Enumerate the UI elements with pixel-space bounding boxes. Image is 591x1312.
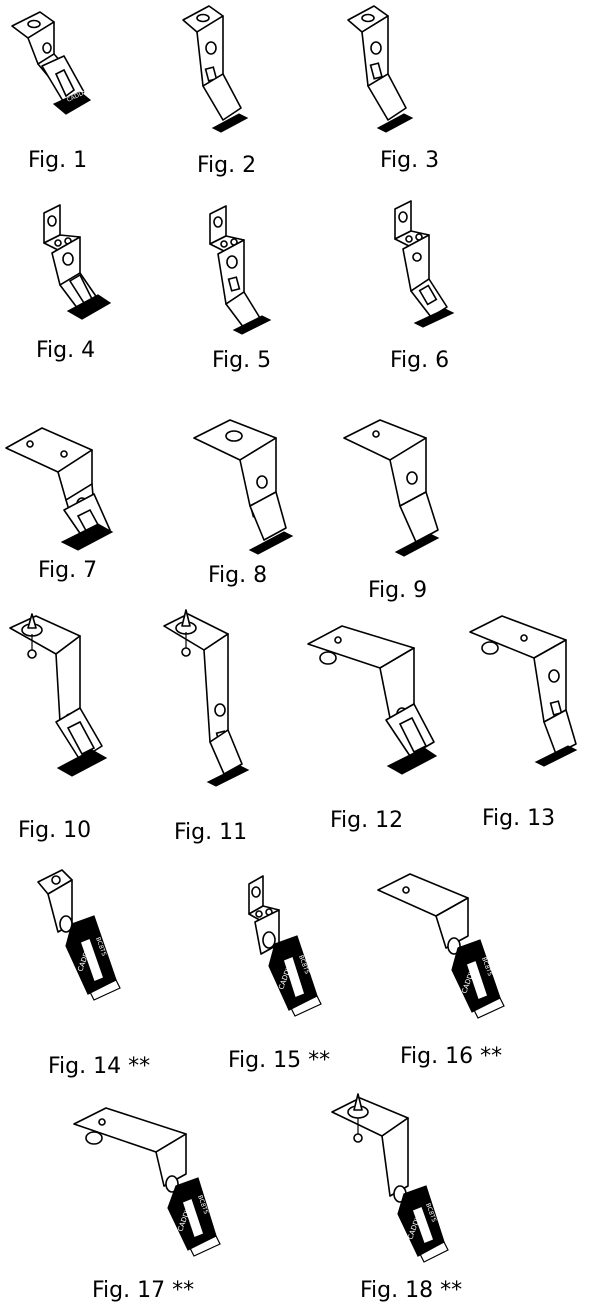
offset-bracket-hanger-with-clip-icon	[5, 427, 114, 551]
figure-11: Fig. 11	[150, 609, 310, 850]
figure-caption: Fig. 14 **	[48, 1054, 151, 1079]
bracket-hanger-notched-with-foot-icon	[394, 200, 455, 328]
figure-4: Fig. 4	[0, 195, 150, 375]
bracket-hanger-with-foot-icon	[347, 5, 414, 133]
figure-17: CADDY BC8TS Fig. 17 **	[0, 1090, 300, 1312]
figure-caption: Fig. 17 **	[92, 1278, 195, 1303]
figure-caption: Fig. 12	[330, 808, 404, 833]
figure-caption: Fig. 4	[36, 338, 96, 363]
figure-16: CADDY BC8TS Fig. 16 **	[370, 860, 591, 1100]
figure-caption: Fig. 8	[208, 563, 268, 588]
offset-bracket-hanger-with-foot-icon	[193, 419, 294, 555]
bracket-hanger-notched-with-caddy-clip-icon: CADDY BC8TS	[248, 875, 322, 1017]
figure-15: CADDY BC8TS Fig. 15 **	[200, 860, 370, 1100]
figure-8: Fig. 8	[150, 419, 310, 600]
long-bracket-hanger-with-caddy-clip-icon: CADDY BC8TS	[73, 1107, 221, 1257]
bracket-hanger-with-foot-icon	[182, 5, 249, 133]
figure-13: Fig. 13	[460, 610, 591, 850]
long-bracket-hanger-with-clip-icon	[307, 625, 438, 775]
figure-caption: Fig. 16 **	[400, 1044, 503, 1069]
figure-caption: Fig. 13	[482, 806, 556, 831]
offset-bracket-hanger-with-foot-icon	[343, 419, 440, 557]
pin-bracket-hanger-with-clip-icon	[9, 613, 108, 777]
figure-caption: Fig. 5	[212, 348, 272, 373]
bracket-hanger-with-caddy-clip-icon: CADDY BC8TS	[37, 869, 121, 1001]
figure-6: Fig. 6	[310, 195, 470, 375]
offset-bracket-hanger-with-caddy-clip-icon: CADDY BC8TS	[377, 873, 505, 1019]
figure-caption: Fig. 11	[174, 820, 248, 845]
figure-caption: Fig. 3	[380, 148, 440, 173]
figure-caption: Fig. 2	[197, 153, 257, 178]
figure-2: Fig. 2	[150, 0, 310, 180]
figure-18: CADDY BC8TS Fig. 18 **	[300, 1090, 591, 1312]
figure-1: CADDY Fig. 1	[0, 0, 150, 180]
figure-12: Fig. 12	[300, 610, 470, 850]
figure-9: Fig. 9	[310, 419, 470, 603]
bracket-hanger-with-clip-icon: CADDY	[11, 11, 92, 115]
figure-caption: Fig. 7	[38, 558, 98, 583]
figure-caption: Fig. 15 **	[228, 1048, 331, 1073]
figure-caption: Fig. 10	[18, 818, 92, 843]
bracket-hanger-notched-with-clip-icon	[43, 204, 112, 320]
figure-3: Fig. 3	[310, 0, 470, 180]
figure-5: Fig. 5	[150, 195, 310, 375]
figure-caption: Fig. 9	[368, 578, 428, 603]
figure-10: Fig. 10	[0, 610, 150, 850]
pin-bracket-hanger-with-caddy-clip-icon: CADDY BC8TS	[331, 1093, 449, 1263]
figure-caption: Fig. 6	[390, 348, 450, 373]
bracket-hanger-notched-with-foot-icon	[209, 205, 272, 335]
figure-caption: Fig. 18 **	[360, 1278, 463, 1303]
long-bracket-hanger-with-foot-icon	[469, 615, 578, 767]
figure-14: CADDY BC8TS Fig. 14 **	[0, 860, 200, 1100]
pin-bracket-hanger-with-foot-icon	[163, 609, 250, 787]
figure-caption: Fig. 1	[28, 148, 88, 173]
figure-7: Fig. 7	[0, 420, 150, 600]
